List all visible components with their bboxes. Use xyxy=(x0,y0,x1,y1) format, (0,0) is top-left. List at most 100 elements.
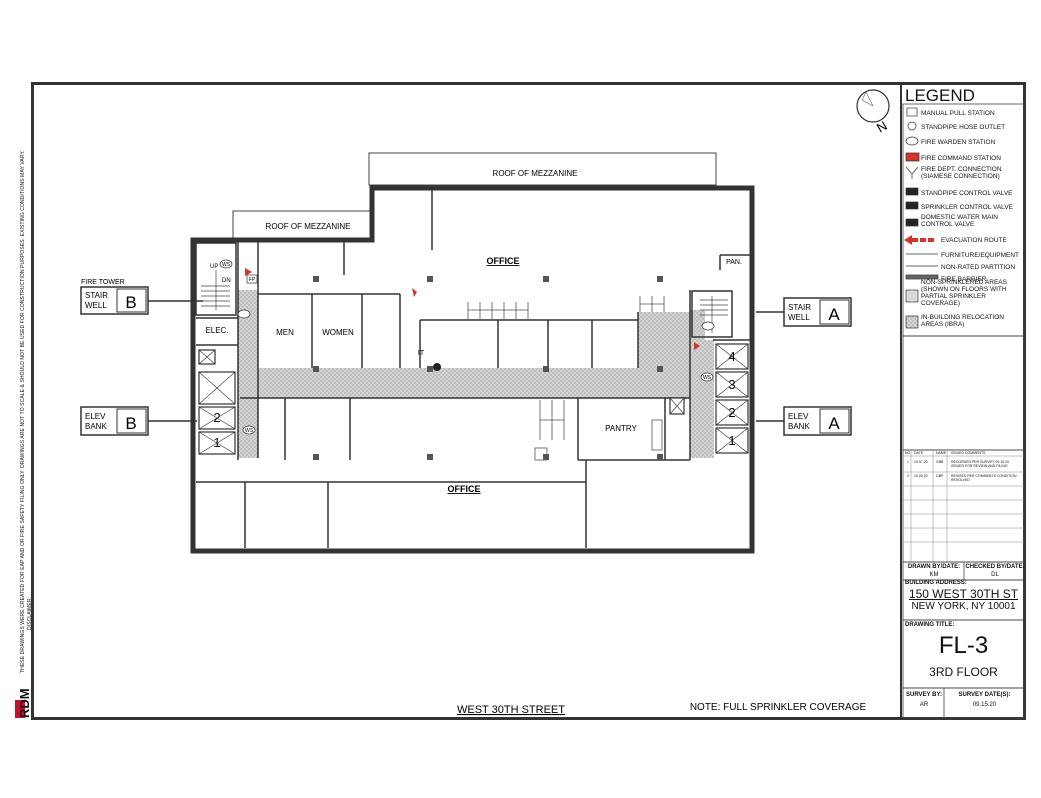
furniture-lines xyxy=(467,296,665,461)
legend-item: NON-RATED PARTITION xyxy=(905,260,1025,274)
revision-col-comments: ISSUED COMMENTS xyxy=(951,451,986,455)
evacuation-arrows xyxy=(245,268,700,350)
sprinkler-note: NOTE: FULL SPRINKLER COVERAGE xyxy=(690,702,867,713)
legend-item: IN-BUILDING RELOCATION AREAS (IBRA) xyxy=(905,314,1025,328)
drawing-number: FL-3 xyxy=(938,632,989,659)
revision-grid xyxy=(903,450,1024,562)
plan-symbols: WS FP WS WS xyxy=(219,259,715,435)
warden-station-a-icon xyxy=(700,372,714,382)
callout-stair-b: FIRE TOWER STAIR WELL B xyxy=(80,279,149,315)
svg-text:WS: WS xyxy=(222,262,231,268)
legend-item-label: FIRE WARDEN STATION xyxy=(921,138,996,146)
drawing-title-label: DRAWING TITLE: xyxy=(905,622,955,628)
svg-text:B: B xyxy=(125,414,136,433)
standpipe-a-icon xyxy=(701,321,715,331)
legend-item: FIRE BARRIER xyxy=(905,272,1025,286)
roof-mezz-label-2: ROOF OF MEZZANINE xyxy=(266,222,351,231)
svg-text:WS: WS xyxy=(703,375,712,381)
evacuation-arrow-icon-2 xyxy=(245,268,252,276)
warden-station-elev-b-icon xyxy=(242,425,256,435)
evacuation-route-legend-icon xyxy=(904,235,934,245)
svg-text:WELL: WELL xyxy=(85,301,107,310)
elev-a-crosses xyxy=(669,343,749,454)
drawing-name: 3RD FLOOR xyxy=(929,665,998,679)
legend-item: DOMESTIC WATER MAIN CONTROL VALVE xyxy=(905,214,1025,228)
legend-item-label: FIRE BARRIER xyxy=(941,275,987,283)
revision-row: 2 10.09.20 GBP REVISED PER COMMENTS COND… xyxy=(907,474,1017,482)
svg-text:A: A xyxy=(828,305,840,324)
fire-tower-label: FIRE TOWER xyxy=(81,279,125,286)
revision-col-no: NO. xyxy=(905,451,912,455)
stair-up-label: UP xyxy=(210,264,218,270)
legend-item: EVACUATION ROUTE xyxy=(905,233,1025,247)
checked-by: CHECKED BY/DATE: DL xyxy=(965,564,1025,578)
building-columns xyxy=(313,276,663,460)
svg-text:FP: FP xyxy=(249,277,256,283)
roof-mezz-label-1: ROOF OF MEZZANINE xyxy=(493,169,578,178)
street-label: WEST 30TH STREET xyxy=(457,704,565,716)
legend-item-label: IN-BUILDING RELOCATION AREAS (IBRA) xyxy=(921,314,1004,328)
ibra-east xyxy=(690,340,714,458)
survey-date: SURVEY DATE(S): 09.15.20 xyxy=(958,692,1011,708)
pantry-label: PANTRY xyxy=(605,424,637,433)
legend-item-label: FIRE COMMAND STATION xyxy=(921,154,1001,162)
interior-partitions xyxy=(196,188,752,548)
svg-text:WS: WS xyxy=(245,428,254,434)
legend-item-label: STANDPIPE CONTROL VALVE xyxy=(921,189,1013,197)
mezzanine-roof-north xyxy=(368,152,717,186)
legend-item: FIRE COMMAND STATION xyxy=(905,151,1025,165)
address-label: BUILDING ADDRESS: xyxy=(905,580,967,586)
revision-row: 1 10.07.20 GBB RECORDED PER SURVEY 09.15… xyxy=(907,460,1010,468)
stair-dn-label: DN xyxy=(222,278,231,284)
exterior-wall xyxy=(190,185,755,554)
stair-well-a xyxy=(691,290,733,338)
svg-text:B: B xyxy=(125,293,136,312)
legend-item: NON-SPRINKLERED AREAS (SHOWN ON FLOORS W… xyxy=(905,279,1025,307)
legend-item-label: STANDPIPE HOSE OUTLET xyxy=(921,123,1006,131)
legend-item: FURNITURE/EQUIPMENT xyxy=(905,248,1025,262)
callout-elev-b: ELEV BANK B xyxy=(80,406,149,436)
legend-item-label: NON-SPRINKLERED AREAS (SHOWN ON FLOORS W… xyxy=(921,279,1007,307)
elev-a-car-1: 1 xyxy=(728,433,735,448)
svg-text:STAIR: STAIR xyxy=(85,291,108,300)
legend-item-label: NON-RATED PARTITION xyxy=(941,263,1016,271)
svg-text:BANK: BANK xyxy=(788,422,810,431)
men-label: MEN xyxy=(276,328,294,337)
legend-item: STANDPIPE HOSE OUTLET xyxy=(905,120,1025,134)
revision-col-date: DATE xyxy=(914,451,924,455)
legend-item-label: DOMESTIC WATER MAIN CONTROL VALVE xyxy=(921,214,998,228)
elev-a-car-4: 4 xyxy=(728,349,735,364)
legend-item: FIRE WARDEN STATION xyxy=(905,135,1025,149)
legend-item: SPRINKLER CONTROL VALVE xyxy=(905,200,1025,214)
survey-by: SURVEY BY: AR xyxy=(905,692,942,708)
elev-b-crosses xyxy=(198,349,236,455)
revision-col-name: NAME xyxy=(936,451,947,455)
legend-item: FIRE DEPT. CONNECTION (SIAMESE CONNECTIO… xyxy=(905,166,1025,180)
callout-leaders xyxy=(148,300,784,422)
svg-text:STAIR: STAIR xyxy=(788,303,811,312)
svg-text:A: A xyxy=(828,414,840,433)
warden-station-b-icon xyxy=(219,259,233,269)
svg-text:WELL: WELL xyxy=(788,313,810,322)
evacuation-arrow-icon xyxy=(412,288,417,297)
office-south-label: OFFICE xyxy=(448,484,481,494)
callout-elev-a: ELEV BANK A xyxy=(783,406,852,436)
ibra-east-lobby xyxy=(638,312,692,368)
svg-text:ELEV: ELEV xyxy=(85,412,106,421)
pan-label: PAN. xyxy=(726,259,742,266)
north-arrow-icon: N xyxy=(856,89,890,136)
elev-b-car-1: 1 xyxy=(213,435,220,450)
callout-stair-a: STAIR WELL A xyxy=(783,297,852,327)
legend-item-label: FURNITURE/EQUIPMENT xyxy=(941,251,1019,259)
legend-item-label: SPRINKLER CONTROL VALVE xyxy=(921,203,1013,211)
legend-item-label: EVACUATION ROUTE xyxy=(941,236,1007,244)
drawing-sheet xyxy=(31,82,1026,720)
fdc-valve-icon xyxy=(433,363,441,371)
stair-well-b xyxy=(195,242,237,316)
stair-b-treads xyxy=(201,270,230,310)
legend-item: STANDPIPE CONTROL VALVE xyxy=(905,186,1025,200)
elev-a-car-3: 3 xyxy=(728,377,735,392)
legend-symbols xyxy=(905,107,939,329)
ibra-corridor xyxy=(240,368,692,398)
